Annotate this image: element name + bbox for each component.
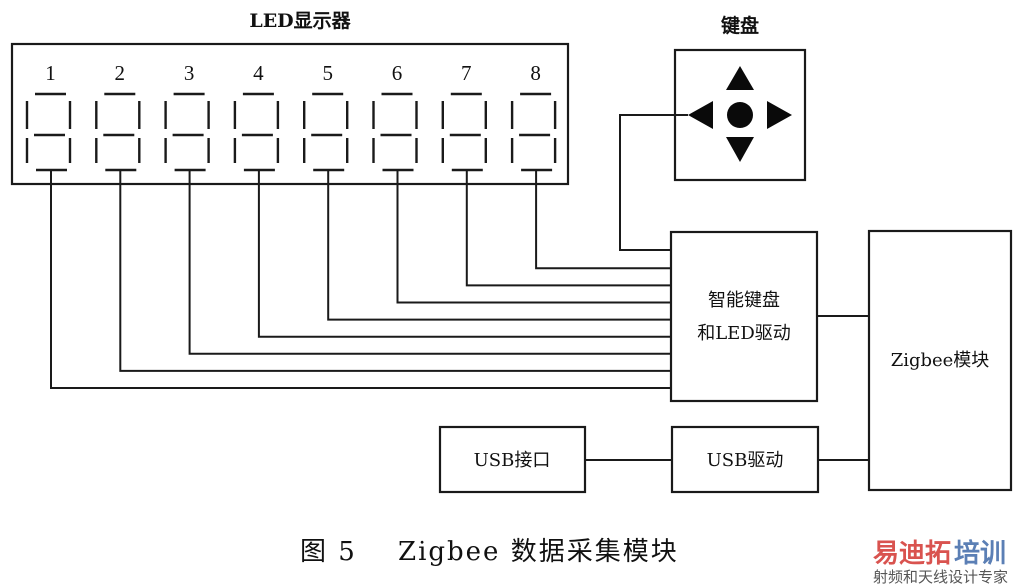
led-digits: 1 2 3 4 5 6 7 8 <box>25 61 557 172</box>
digit-number-label: 6 <box>392 61 403 85</box>
led-digit-6: 6 <box>372 61 418 172</box>
led-digit-7: 7 <box>441 61 487 172</box>
driver-label-line2: 和LED驱动 <box>697 323 791 344</box>
digit-number-label: 5 <box>322 61 333 85</box>
led-wire-6 <box>396 170 671 304</box>
watermark-brand-part2: 培训 <box>954 539 1006 569</box>
watermark-subtitle: 射频和天线设计专家 <box>873 568 1008 586</box>
led-display-title: LED显示器 <box>249 10 351 32</box>
led-digit-8: 8 <box>510 61 557 172</box>
figure-number: 图 5 <box>300 537 357 567</box>
led-wire-4 <box>257 170 671 338</box>
led-wire-1 <box>50 170 671 389</box>
driver-label-line1: 智能键盘 <box>708 290 780 311</box>
keyboard-led-driver-box <box>669 230 819 403</box>
led-wire-8 <box>535 170 671 270</box>
led-wire-2 <box>119 170 671 372</box>
center-button-icon <box>727 102 753 128</box>
led-display-box <box>10 42 570 186</box>
led-wire-5 <box>327 170 671 321</box>
usb-driver-label: USB驱动 <box>707 450 784 471</box>
digit-number-label: 4 <box>253 61 264 85</box>
digit-number-label: 1 <box>45 61 56 85</box>
left-arrow-icon <box>688 101 713 129</box>
zigbee-module-label: Zigbee模块 <box>891 350 990 371</box>
digit-number-label: 3 <box>184 61 195 85</box>
led-digit-2: 2 <box>95 61 141 172</box>
digit-number-label: 2 <box>115 61 126 85</box>
digit-number-label: 7 <box>461 61 472 85</box>
led-wires <box>50 170 671 389</box>
right-arrow-icon <box>767 101 792 129</box>
usb-interface-label: USB接口 <box>474 450 551 471</box>
led-wire-7 <box>465 170 671 287</box>
led-digit-1: 1 <box>25 61 72 172</box>
down-arrow-icon <box>726 137 754 162</box>
zigbee-module-box <box>867 229 1013 492</box>
up-arrow-icon <box>726 66 754 90</box>
watermark-brand-part1: 易迪拓 <box>873 539 951 569</box>
keyboard-title: 键盘 <box>720 14 759 37</box>
led-digit-4: 4 <box>233 61 280 172</box>
keyboard-to-driver-wire <box>619 114 688 251</box>
digit-number-label: 8 <box>530 61 541 85</box>
led-wire-3 <box>188 170 671 355</box>
figure-caption: Zigbee 数据采集模块 <box>398 537 679 567</box>
